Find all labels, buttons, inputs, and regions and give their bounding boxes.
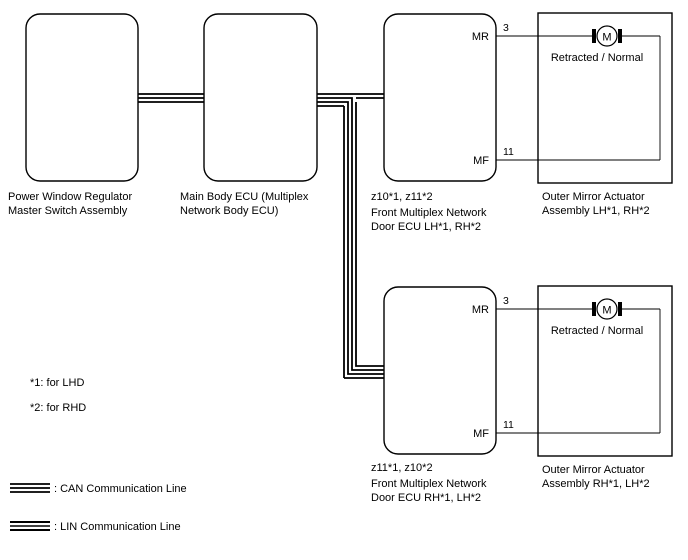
ecu-1-terminal-mr: MR — [472, 31, 489, 43]
power-window-switch-label-2: Master Switch Assembly — [8, 205, 128, 217]
legend-lin-label: : LIN Communication Line — [54, 521, 181, 533]
legend-lin-icon — [10, 521, 50, 531]
ecu-2-terminal-mr: MR — [472, 304, 489, 316]
mirror-1-pin-top: 3 — [503, 22, 509, 34]
mirror-1-label-1: Outer Mirror Actuator — [542, 191, 645, 203]
mirror-wiring-2 — [496, 308, 661, 434]
ecu-1-connector: z10*1, z11*2 — [371, 191, 433, 203]
legend-can-label: : CAN Communication Line — [54, 483, 187, 495]
ecu-2-connector: z11*1, z10*2 — [371, 462, 433, 474]
main-body-ecu-box — [203, 13, 318, 182]
can-line-switch-to-main-ecu — [138, 93, 204, 103]
power-window-switch-label-1: Power Window Regulator — [8, 191, 132, 203]
mirror-2-state: Retracted / Normal — [551, 325, 643, 337]
ecu-1-terminal-mf: MF — [473, 155, 489, 167]
motor-1-icon: M — [592, 25, 622, 47]
note-lhd: *1: for LHD — [30, 377, 84, 389]
legend-can-icon — [10, 483, 50, 493]
ecu-1-label-2: Door ECU LH*1, RH*2 — [371, 221, 481, 233]
power-window-switch-box — [25, 13, 139, 182]
ecu-2-label-2: Door ECU RH*1, LH*2 — [371, 492, 481, 504]
mirror-2-label-2: Assembly RH*1, LH*2 — [542, 478, 650, 490]
ecu-1-label-1: Front Multiplex Network — [371, 207, 487, 219]
mirror-1-label-2: Assembly LH*1, RH*2 — [542, 205, 650, 217]
ecu-2-label-1: Front Multiplex Network — [371, 478, 487, 490]
can-line-main-ecu-to-door-ecus — [317, 93, 384, 379]
main-body-ecu-label-2: Network Body ECU) — [180, 205, 278, 217]
main-body-ecu-label-1: Main Body ECU (Multiplex — [180, 191, 309, 203]
mirror-1-state: Retracted / Normal — [551, 52, 643, 64]
motor-2-icon: M — [592, 298, 622, 320]
mirror-2-label-1: Outer Mirror Actuator — [542, 464, 645, 476]
mirror-2-pin-top: 3 — [503, 295, 509, 307]
motor-1-label: M — [602, 32, 611, 44]
note-rhd: *2: for RHD — [30, 402, 86, 414]
mirror-1-pin-bottom: 11 — [503, 146, 514, 158]
mirror-wiring-1 — [496, 35, 661, 161]
ecu-2-terminal-mf: MF — [473, 428, 489, 440]
motor-2-label: M — [602, 305, 611, 317]
mirror-2-pin-bottom: 11 — [503, 419, 514, 431]
